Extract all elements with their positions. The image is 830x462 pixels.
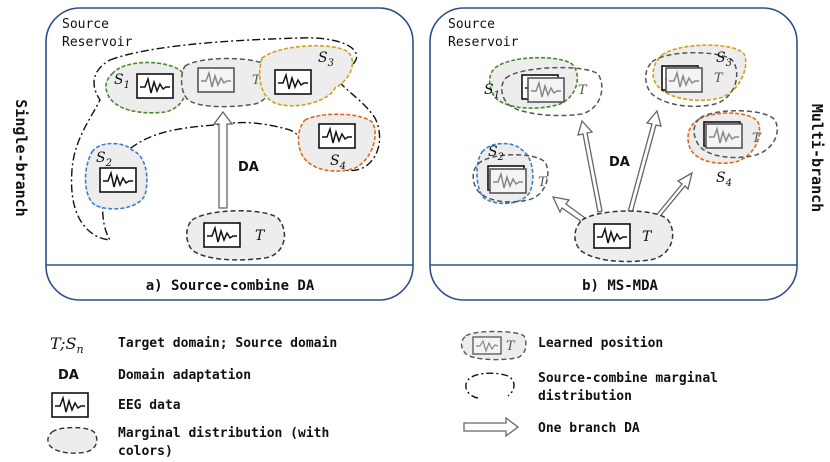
legend-t-sn: T;Sn xyxy=(50,334,84,356)
panel-b-s4-label: S4 xyxy=(716,170,732,189)
eeg-icon xyxy=(197,67,235,93)
eeg-icon xyxy=(99,167,137,193)
legend-marginal-swatch xyxy=(47,426,98,454)
legend-da: DA xyxy=(58,368,79,383)
panel-b-s2-t-label: T xyxy=(538,175,548,190)
panel-a-target-label: T xyxy=(255,228,266,244)
panel-b-reservoir-line2: Reservoir xyxy=(448,35,519,50)
legend: T;Sn Target domain; Source domain DA Dom… xyxy=(47,330,718,459)
eeg-icon xyxy=(136,73,174,99)
panel-b-reservoir-line1: Source xyxy=(448,17,495,32)
legend-marginal-line1: Marginal distribution (with xyxy=(118,426,329,441)
panel-b-s4-t-label: T xyxy=(752,131,762,146)
panel-a-da-label: DA xyxy=(238,160,259,175)
hollow-arrow-icon xyxy=(551,196,586,223)
eeg-icon xyxy=(489,168,527,194)
panel-a-reservoir-line1: Source xyxy=(62,17,109,32)
legend-combine-line2: distribution xyxy=(538,389,632,404)
eeg-icon xyxy=(274,69,312,95)
legend-marginal-line2: colors) xyxy=(118,444,173,459)
hollow-arrow-icon xyxy=(463,416,520,438)
panel-a-reservoir-line2: Reservoir xyxy=(62,35,133,50)
panel-b-s3-t-label: T xyxy=(714,71,724,86)
panel-b-s1-t-label: T xyxy=(578,83,588,98)
panel-b-s4-learned xyxy=(693,110,778,159)
legend-eeg: EEG data xyxy=(118,398,181,413)
panel-b-s1-learned xyxy=(501,66,603,117)
legend-target-source: Target domain; Source domain xyxy=(118,336,337,351)
legend-learned: Learned position xyxy=(538,336,663,351)
panel-a-source-combine-outline xyxy=(70,37,381,241)
eeg-icon xyxy=(527,77,565,103)
panel-b-s2-learned xyxy=(472,154,549,203)
side-label-left: Single-branch xyxy=(12,99,30,216)
panel-a-s2-label: S2 xyxy=(96,150,112,169)
hollow-arrow-icon xyxy=(212,110,234,209)
panel-b-s3-learned xyxy=(645,52,738,108)
eeg-icon xyxy=(665,67,703,93)
panel-a-s3-label: S3 xyxy=(318,50,334,69)
panel-b-da-label: DA xyxy=(609,155,630,170)
side-label-right: Multi-branch xyxy=(808,104,826,212)
hollow-arrow-icon xyxy=(653,171,694,221)
panel-a: Source Reservoir a) Source-combine DA S1… xyxy=(45,7,414,301)
panel-b: Source Reservoir b) MS-MDA T S1 T S3 T S… xyxy=(429,7,798,301)
panel-b-s1-label: S1 xyxy=(484,82,500,101)
panel-a-s1-label: S1 xyxy=(114,72,130,91)
legend-domain-adaptation: Domain adaptation xyxy=(118,368,251,383)
legend-learned-t: T xyxy=(506,339,516,354)
hollow-arrow-icon xyxy=(627,109,662,214)
panel-a-t-learned-label: T xyxy=(252,73,262,88)
eeg-icon xyxy=(705,123,743,149)
eeg-icon xyxy=(203,222,241,248)
panel-b-target-label: T xyxy=(642,229,653,245)
panel-b-caption: b) MS-MDA xyxy=(582,278,658,294)
legend-combine-line1: Source-combine marginal xyxy=(538,371,718,386)
eeg-icon xyxy=(593,223,631,249)
hollow-arrow-icon xyxy=(577,119,603,213)
eeg-icon xyxy=(318,123,356,149)
legend-one-branch: One branch DA xyxy=(538,421,640,436)
panel-b-s3-label: S3 xyxy=(716,50,732,69)
legend-combine-swatch xyxy=(465,372,515,399)
eeg-icon xyxy=(51,392,89,418)
panel-a-s4-label: S4 xyxy=(330,153,346,172)
panel-b-s2-label: S2 xyxy=(488,144,504,163)
panel-a-caption: a) Source-combine DA xyxy=(146,278,315,294)
